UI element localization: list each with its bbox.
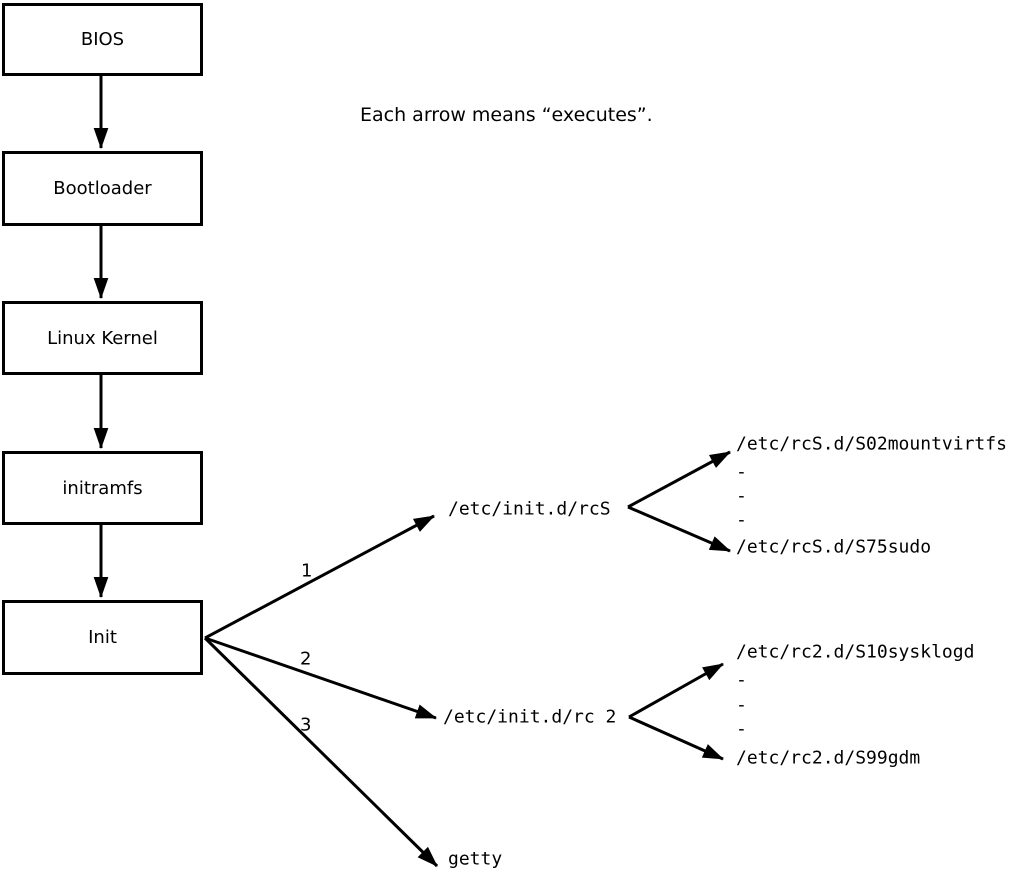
branch-number-1: 1 [301,560,313,582]
label-rcS: /etc/init.d/rcS [448,498,611,520]
label-rc2-ellipsis-3: - [736,718,747,740]
box-linux-kernel: Linux Kernel [2,301,203,375]
label-rc2-ellipsis-2: - [736,694,747,716]
arrow-rc2-to-S10sysklogd [628,662,724,719]
branch-number-3: 3 [300,714,312,736]
label-rc2: /etc/init.d/rc 2 [443,706,617,728]
arrow-rcS-to-S02mountvirtfs [627,450,731,509]
label-rc2-child-s10sysklogd: /etc/rc2.d/S10sysklogd [736,641,975,663]
label-rcS-ellipsis-2: - [736,485,747,507]
legend-note: Each arrow means “executes”. [360,104,653,126]
arrow-init-to-rcS [204,514,435,640]
arrow-rcS-to-S75sudo [627,505,731,553]
box-bootloader-label: Bootloader [53,178,152,199]
label-rc2-child-s99gdm: /etc/rc2.d/S99gdm [736,747,921,769]
box-init: Init [2,600,203,675]
branch-number-2: 2 [300,648,312,670]
label-rcS-ellipsis-1: - [736,461,747,483]
arrow-rc2-to-S99gdm [628,715,724,761]
box-init-label: Init [88,627,117,648]
box-bios: BIOS [2,3,203,76]
label-rc2-ellipsis-1: - [736,669,747,691]
label-rcS-ellipsis-3: - [736,509,747,531]
label-getty: getty [448,848,503,870]
arrow-init-to-getty [203,636,439,868]
arrow-init-to-rc2 [204,636,437,720]
box-bios-label: BIOS [80,29,125,50]
box-bootloader: Bootloader [2,151,203,226]
box-initramfs-label: initramfs [62,477,143,499]
box-initramfs: initramfs [2,451,203,525]
box-linux-kernel-label: Linux Kernel [47,327,158,349]
label-rcS-child-s75sudo: /etc/rcS.d/S75sudo [736,536,932,558]
label-rcS-child-s02mountvirtfs: /etc/rcS.d/S02mountvirtfs [736,433,1007,455]
